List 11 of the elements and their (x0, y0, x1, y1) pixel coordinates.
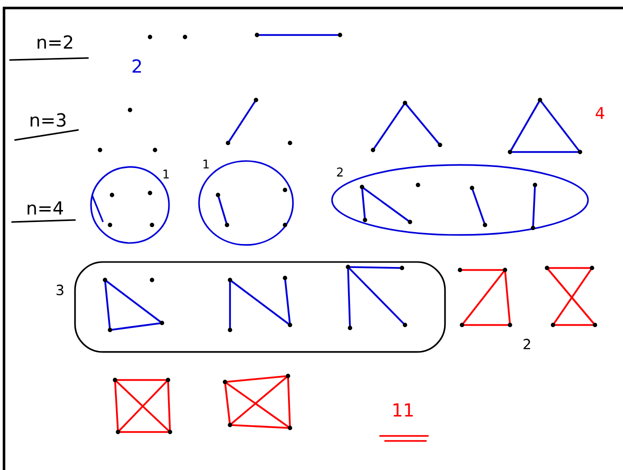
handwritten-label: 1 (164, 170, 169, 178)
handwritten-label: n=4 (28, 201, 63, 215)
handwritten-label: 4 (596, 107, 604, 119)
handwritten-label: 3 (56, 284, 64, 296)
handwritten-label: 11 (394, 403, 413, 417)
handwritten-label: 2 (337, 168, 343, 176)
handwritten-label: 2 (132, 59, 141, 73)
handwritten-label: n=2 (38, 35, 72, 49)
handwritten-label: n=3 (30, 113, 66, 127)
handwritten-label: 1 (204, 160, 209, 168)
handwritten-label: 2 (524, 338, 530, 350)
